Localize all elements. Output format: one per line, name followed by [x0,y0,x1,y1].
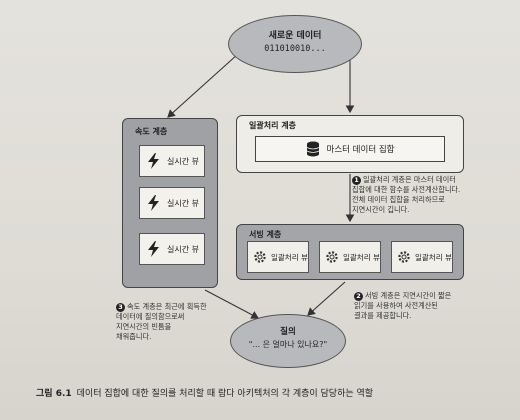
note-line: 일괄처리 계층은 마스터 데이터 [363,175,456,184]
gear-icon [398,251,410,263]
lightning-bolt-icon [148,195,159,211]
batch-view-3: 일괄처리 뷰 [391,241,453,273]
arrow-newdata-to-speed [167,53,239,118]
database-icon [306,141,319,157]
new-data-node: 새로운 데이터 011010010... [228,15,362,73]
master-dataset-label: 마스터 데이터 집합 [326,145,395,155]
batch-layer: 일괄처리 계층 마스터 데이터 집합 [236,115,464,173]
realtime-view-1: 실시간 뷰 [139,145,205,177]
batch-view-label: 일괄처리 뷰 [271,252,308,262]
new-data-title: 새로운 데이터 [268,31,322,41]
master-dataset: 마스터 데이터 집합 [255,136,445,162]
lightning-bolt-icon [148,241,159,257]
note-line: 결과를 제공합니다. [354,310,412,320]
batch-view-1: 일괄처리 뷰 [247,241,309,273]
batch-layer-label: 일괄처리 계층 [249,121,296,130]
lightning-bolt-icon [148,153,159,169]
serving-layer: 서빙 계층 일괄처리 뷰 일괄처리 뷰 일괄처리 뷰 [236,224,464,280]
figure-number: 그림 6.1 [36,389,72,399]
figure-caption-text: 데이터 집합에 대한 질의를 처리할 때 람다 아키텍처의 각 계층이 담당하는… [76,389,374,399]
note-line: 집합에 대한 함수를 사전계산합니다. [352,185,461,194]
note-line: 지연시간의 빈틈을 [116,321,172,331]
batch-view-2: 일괄처리 뷰 [319,241,381,273]
figure-caption: 그림 6.1 데이터 집합에 대한 질의를 처리할 때 람다 아키텍처의 각 계층… [36,386,373,399]
gear-icon [326,251,338,263]
batch-view-label: 일괄처리 뷰 [415,252,452,262]
realtime-view-label: 실시간 뷰 [167,244,199,254]
speed-layer-label: 속도 계층 [135,127,168,136]
note-number-badge: 3 [116,303,125,312]
gear-icon [254,251,266,263]
note-line: 데이터에 질의함으로써 [116,312,185,321]
batch-view-label: 일괄처리 뷰 [343,252,380,262]
query-node: 질의 "... 은 얼마나 있나요?" [230,314,346,368]
note-line: 전체 데이터 집합을 처리하므로 [352,194,445,204]
speed-layer: 속도 계층 실시간 뷰 실시간 뷰 실시간 뷰 [122,118,218,288]
realtime-view-label: 실시간 뷰 [167,198,199,208]
serving-layer-label: 서빙 계층 [249,230,282,239]
new-data-bits: 011010010... [264,44,326,54]
note-number-badge: 2 [354,292,363,301]
note-line: 서빙 계층은 지연시간이 짧은 [365,291,452,300]
arrow-serving-to-query [307,281,346,316]
realtime-view-3: 실시간 뷰 [139,233,205,265]
realtime-view-2: 실시간 뷰 [139,187,205,219]
note-line: 속도 계층은 최근에 획득한 [127,302,207,311]
realtime-view-label: 실시간 뷰 [167,156,199,166]
note-line: 채워줍니다. [116,331,152,341]
query-text: "... 은 얼마나 있나요?" [248,340,328,349]
note-line: 지연시간이 깁니다. [352,204,410,214]
query-title: 질의 [280,327,296,337]
note-number-badge: 1 [352,176,361,185]
note-line: 읽기를 사용하여 사전계산된 [354,301,438,310]
